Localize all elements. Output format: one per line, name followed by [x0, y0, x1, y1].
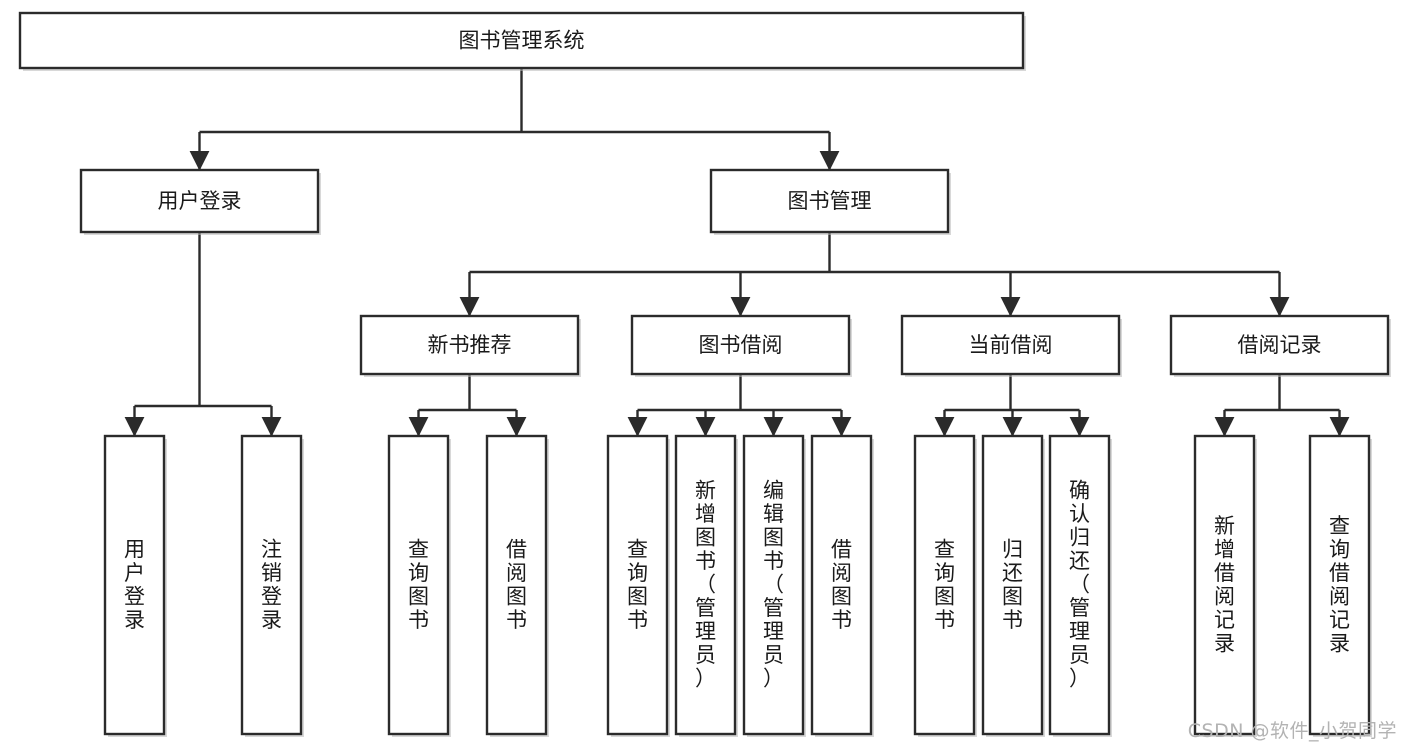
node-new-book-rec[interactable]: 新书推荐 [359, 314, 581, 377]
node-label: 查询借阅记录 [1329, 514, 1350, 656]
node-label: 图书管理 [788, 189, 872, 213]
node-label: 查询图书 [934, 537, 955, 632]
node-leaf-query-book-3[interactable]: 查询图书 [913, 434, 977, 737]
node-label: 确认归还（管理员） [1069, 479, 1090, 691]
node-leaf-add-book[interactable]: 新增图书（管理员） [674, 434, 738, 737]
node-book-manage[interactable]: 图书管理 [709, 168, 951, 235]
node-leaf-query-book-2[interactable]: 查询图书 [606, 434, 670, 737]
node-label: 借阅记录 [1238, 333, 1322, 357]
node-user-login[interactable]: 用户登录 [79, 168, 321, 235]
node-book-borrow[interactable]: 图书借阅 [630, 314, 852, 377]
node-leaf-query-book-1[interactable]: 查询图书 [387, 434, 451, 737]
node-label: 新增图书（管理员） [695, 479, 716, 691]
node-layer: 图书管理系统用户登录图书管理新书推荐图书借阅当前借阅借阅记录用户登录注销登录查询… [18, 11, 1391, 737]
node-label: 借阅图书 [831, 537, 852, 632]
node-label: 用户登录 [124, 537, 145, 632]
node-label: 注销登录 [261, 537, 282, 632]
node-label: 用户登录 [158, 189, 242, 213]
node-label: 图书借阅 [699, 333, 783, 357]
connector-layer [124, 68, 1350, 437]
node-label: 当前借阅 [969, 333, 1053, 357]
node-leaf-borrow-book-2[interactable]: 借阅图书 [810, 434, 874, 737]
node-label: 查询图书 [627, 537, 648, 632]
node-label: 编辑图书（管理员） [763, 479, 784, 691]
node-leaf-user-login[interactable]: 用户登录 [103, 434, 167, 737]
csdn-watermark: CSDN @软件_小贺同学 [1187, 720, 1397, 742]
node-leaf-edit-book[interactable]: 编辑图书（管理员） [742, 434, 806, 737]
node-leaf-logout[interactable]: 注销登录 [240, 434, 304, 737]
node-current-borrow[interactable]: 当前借阅 [900, 314, 1122, 377]
node-leaf-add-record[interactable]: 新增借阅记录 [1193, 434, 1257, 737]
node-label: 借阅图书 [506, 537, 527, 632]
node-label: 新书推荐 [428, 333, 512, 357]
node-leaf-query-record[interactable]: 查询借阅记录 [1308, 434, 1372, 737]
node-leaf-borrow-book-1[interactable]: 借阅图书 [485, 434, 549, 737]
node-leaf-confirm-return[interactable]: 确认归还（管理员） [1048, 434, 1112, 737]
node-borrow-record[interactable]: 借阅记录 [1169, 314, 1391, 377]
node-leaf-return-book[interactable]: 归还图书 [981, 434, 1045, 737]
node-label: 查询图书 [408, 537, 429, 632]
node-label: 归还图书 [1002, 537, 1023, 632]
node-root[interactable]: 图书管理系统 [18, 11, 1026, 71]
node-label: 新增借阅记录 [1214, 514, 1235, 656]
node-label: 图书管理系统 [459, 29, 585, 53]
